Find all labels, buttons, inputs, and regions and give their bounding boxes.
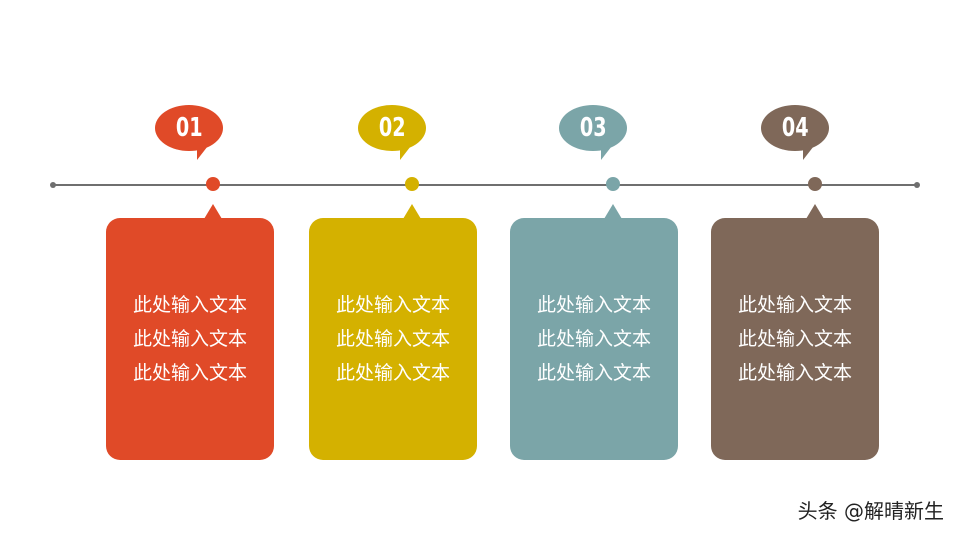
card-text-line: 此处输入文本 [335,362,450,384]
text-card: 此处输入文本此处输入文本此处输入文本 [106,218,274,460]
card-text-line: 此处输入文本 [132,362,247,384]
card-tail [403,204,421,219]
step-4: 04 此处输入文本此处输入文本此处输入文本 [711,0,879,540]
timeline-end-dot [914,182,920,188]
step-3: 03 此处输入文本此处输入文本此处输入文本 [510,0,678,540]
timeline-line [53,184,918,186]
bubble-tail [803,142,817,160]
timeline-start-dot [50,182,56,188]
step-number: 03 [579,113,607,143]
card-text-line: 此处输入文本 [536,328,651,350]
bubble-tail [601,142,615,160]
card-tail [806,204,824,219]
card-text-line: 此处输入文本 [737,294,852,316]
card-text-line: 此处输入文本 [335,328,450,350]
step-number-bubble: 02 [358,105,426,151]
text-card: 此处输入文本此处输入文本此处输入文本 [711,218,879,460]
card-text-line: 此处输入文本 [132,294,247,316]
card-tail [604,204,622,219]
timeline-node-dot [206,177,220,191]
card-text-line: 此处输入文本 [335,294,450,316]
step-number: 01 [175,113,203,143]
card-text-line: 此处输入文本 [737,328,852,350]
step-2: 02 此处输入文本此处输入文本此处输入文本 [309,0,477,540]
text-card: 此处输入文本此处输入文本此处输入文本 [510,218,678,460]
step-number: 04 [781,113,809,143]
watermark: 头条 @解晴新生 [797,499,944,523]
step-1: 01 此处输入文本此处输入文本此处输入文本 [106,0,274,540]
timeline-node-dot [405,177,419,191]
timeline-node-dot [606,177,620,191]
card-text-line: 此处输入文本 [536,362,651,384]
step-number-bubble: 03 [559,105,627,151]
bubble-tail [197,142,211,160]
step-number: 02 [378,113,406,143]
card-tail [204,204,222,219]
step-number-bubble: 01 [155,105,223,151]
card-text-line: 此处输入文本 [737,362,852,384]
card-text-line: 此处输入文本 [536,294,651,316]
text-card: 此处输入文本此处输入文本此处输入文本 [309,218,477,460]
timeline-node-dot [808,177,822,191]
card-text-line: 此处输入文本 [132,328,247,350]
bubble-tail [400,142,414,160]
step-number-bubble: 04 [761,105,829,151]
